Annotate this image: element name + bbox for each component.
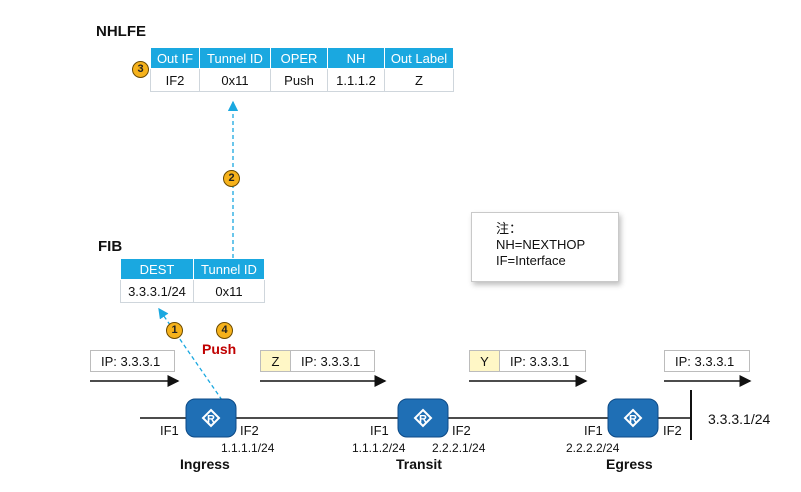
note-line-2: NH=NEXTHOP <box>496 237 586 252</box>
step-3-marker: 3 <box>132 61 149 78</box>
push-label: Push <box>202 341 237 357</box>
nhlfe-cell-nh: 1.1.1.2 <box>327 68 385 92</box>
nhlfe-cell-tunnel-id: 0x11 <box>199 68 271 92</box>
nhlfe-cell-oper: Push <box>270 68 328 92</box>
svg-text:R: R <box>419 414 427 426</box>
transit-if1: IF1 <box>370 423 389 438</box>
ingress-if1: IF1 <box>160 423 179 438</box>
fib-cell-dest: 3.3.3.1/24 <box>120 279 194 303</box>
destination-network: 3.3.3.1/24 <box>708 411 771 427</box>
ingress-name: Ingress <box>180 456 230 472</box>
step-4-marker: 4 <box>216 322 233 339</box>
packet-4: IP: 3.3.3.1 <box>664 350 750 372</box>
ingress-ip: 1.1.1.1/24 <box>221 441 275 455</box>
packet-1: IP: 3.3.3.1 <box>90 350 175 372</box>
packet-3: IP: 3.3.3.1 <box>499 350 586 372</box>
nhlfe-header-out-if: Out IF <box>150 47 200 69</box>
transit-if2: IF2 <box>452 423 471 438</box>
step-1-marker: 1 <box>166 322 183 339</box>
nhlfe-cell-out-if: IF2 <box>150 68 200 92</box>
router-icon-egress: R <box>607 398 659 438</box>
nhlfe-table: Out IF Tunnel ID OPER NH Out Label IF2 0… <box>150 47 454 92</box>
packet-2-label: Z <box>260 350 291 372</box>
fib-header-tunnel-id: Tunnel ID <box>193 258 265 280</box>
step-2-marker: 2 <box>223 170 240 187</box>
nhlfe-header-oper: OPER <box>270 47 328 69</box>
nhlfe-header-nh: NH <box>327 47 385 69</box>
transit-name: Transit <box>396 456 442 472</box>
fib-cell-tunnel-id: 0x11 <box>193 279 265 303</box>
nhlfe-title: NHLFE <box>96 23 146 40</box>
note-line-1: 注： <box>496 221 523 236</box>
nhlfe-header-out-label: Out Label <box>384 47 454 69</box>
packet-2: IP: 3.3.3.1 <box>290 350 375 372</box>
svg-text:R: R <box>207 414 215 426</box>
fib-title: FIB <box>98 238 123 255</box>
nhlfe-cell-out-label: Z <box>384 68 454 92</box>
nhlfe-header-tunnel-id: Tunnel ID <box>199 47 271 69</box>
note-box: 注： NH=NEXTHOP IF=Interface <box>471 212 619 282</box>
fib-table: DEST Tunnel ID 3.3.3.1/24 0x11 <box>120 258 265 303</box>
fib-header-dest: DEST <box>120 258 194 280</box>
svg-text:R: R <box>629 414 637 426</box>
transit-ip-left: 1.1.1.2/24 <box>352 441 406 455</box>
egress-name: Egress <box>606 456 653 472</box>
transit-ip-right: 2.2.2.1/24 <box>432 441 486 455</box>
egress-if2: IF2 <box>663 423 682 438</box>
ingress-if2: IF2 <box>240 423 259 438</box>
packet-3-label: Y <box>469 350 500 372</box>
note-line-3: IF=Interface <box>496 253 566 268</box>
router-icon-transit: R <box>397 398 449 438</box>
egress-ip-left: 2.2.2.2/24 <box>566 441 620 455</box>
egress-if1: IF1 <box>584 423 603 438</box>
router-icon-ingress: R <box>185 398 237 438</box>
